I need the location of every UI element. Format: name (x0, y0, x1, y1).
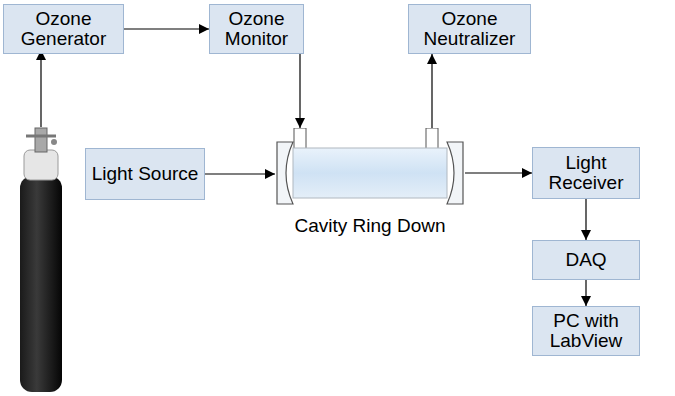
process-box: Ozone Monitor (209, 4, 304, 54)
flow-arrow (205, 173, 275, 174)
box-label: Ozone Monitor (214, 9, 299, 49)
box-label: Light Source (92, 164, 199, 184)
box-label: Ozone Neutralizer (413, 9, 526, 49)
flow-arrow (431, 54, 432, 128)
cylinder-body (20, 176, 62, 392)
cylinder-neck (24, 150, 58, 180)
process-box: Light Source (85, 148, 205, 200)
flow-arrow (299, 54, 300, 128)
cavity-drawing (275, 128, 465, 206)
flow-arrow (585, 199, 586, 240)
process-box: Light Receiver (532, 147, 640, 199)
flow-arrow (465, 172, 532, 173)
box-label: Light Receiver (537, 153, 635, 193)
process-box: Ozone Generator (3, 4, 124, 54)
process-box: PC with LabView (532, 306, 640, 356)
box-label: PC with LabView (537, 311, 635, 351)
inlet-port (294, 128, 306, 149)
outlet-port (426, 128, 438, 149)
flow-arrow (585, 280, 586, 306)
flow-arrow (124, 28, 209, 29)
valve-handle (26, 135, 56, 138)
process-box: Ozone Neutralizer (408, 4, 531, 54)
box-label: Ozone Generator (8, 9, 119, 49)
box-label: DAQ (565, 250, 606, 270)
cavity-label: Cavity Ring Down (255, 216, 485, 236)
cavity-cell: Cavity Ring Down (275, 128, 465, 206)
cavity-tube (293, 148, 447, 198)
cylinder-valve (35, 128, 47, 152)
process-box: DAQ (532, 240, 640, 280)
mirror (447, 142, 463, 204)
supply-line (40, 50, 41, 127)
valve-knob (51, 139, 57, 145)
mirror (277, 142, 293, 204)
